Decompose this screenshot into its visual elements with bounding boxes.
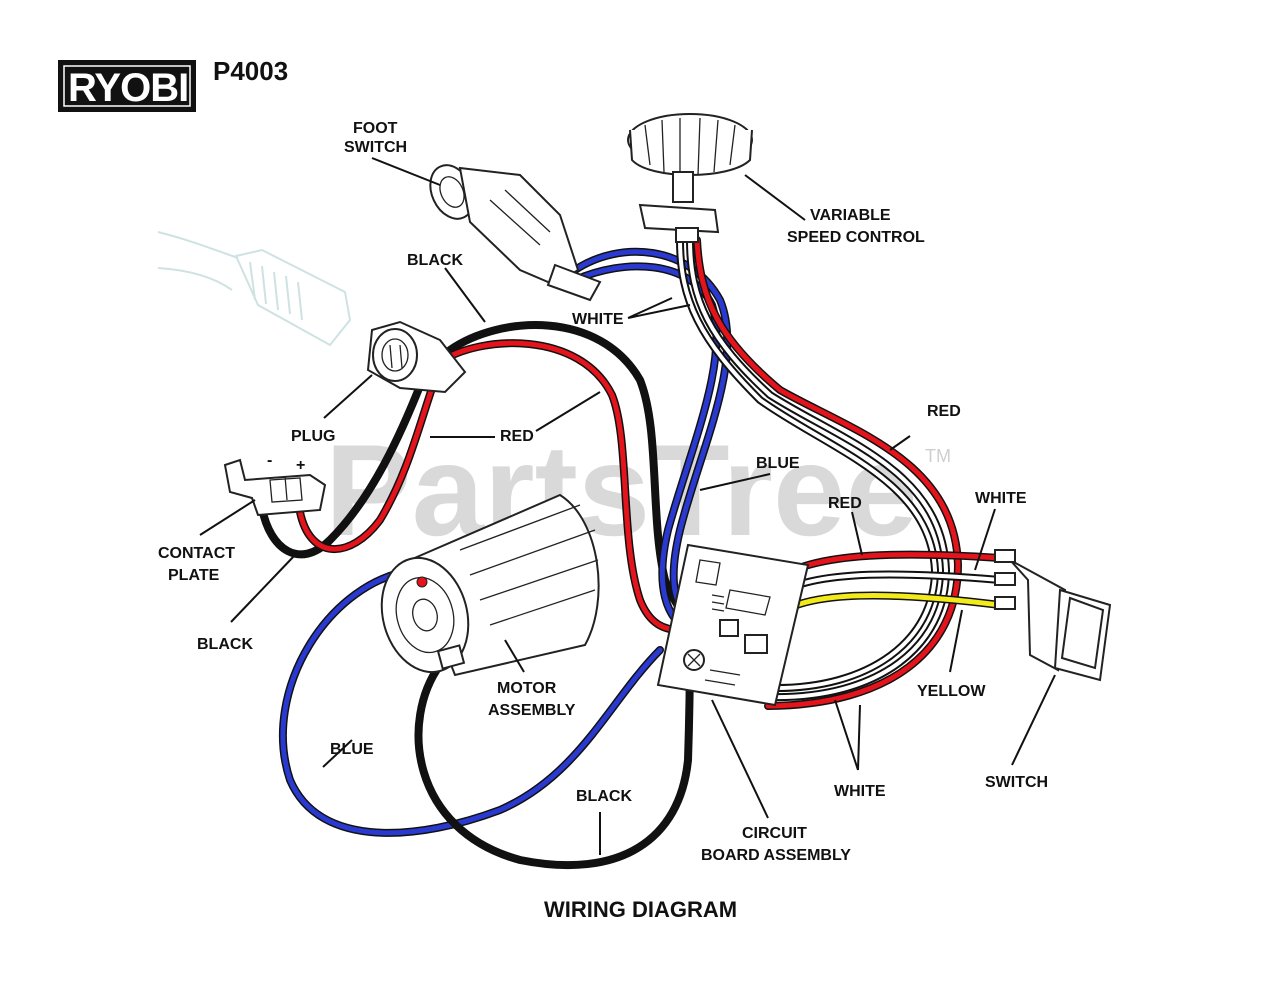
- tool-outline-ghost: [157, 231, 352, 347]
- leader-lines: [199, 157, 1056, 855]
- label-switch-foot: SWITCH: [344, 139, 407, 156]
- label-circuit: CIRCUIT: [742, 825, 807, 842]
- label-board-assembly: BOARD ASSEMBLY: [701, 847, 851, 864]
- diagram-title: WIRING DIAGRAM: [544, 897, 737, 922]
- label-motor: MOTOR: [497, 680, 557, 697]
- label-black-bottom: BLACK: [576, 788, 632, 805]
- motor-red-terminal: [416, 576, 428, 588]
- label-white-right: WHITE: [975, 490, 1027, 507]
- label-plug: PLUG: [291, 428, 335, 445]
- label-plus: +: [296, 457, 305, 474]
- callout-labels: FOOT SWITCH VARIABLE SPEED CONTROL BLACK…: [158, 120, 1048, 864]
- label-assembly: ASSEMBLY: [488, 702, 576, 719]
- label-black-top: BLACK: [407, 252, 463, 269]
- label-foot: FOOT: [353, 120, 398, 137]
- label-red-right: RED: [927, 403, 961, 420]
- label-switch: SWITCH: [985, 774, 1048, 791]
- brand-name: RYOBI: [68, 66, 188, 110]
- label-blue-left: BLUE: [330, 741, 374, 758]
- label-red-plug: RED: [500, 428, 534, 445]
- label-black-left: BLACK: [197, 636, 253, 653]
- label-yellow: YELLOW: [917, 683, 986, 700]
- label-blue-mid: BLUE: [756, 455, 800, 472]
- variable-speed-control: [627, 113, 753, 243]
- label-red-mid: RED: [828, 495, 862, 512]
- label-white-bottom: WHITE: [834, 783, 886, 800]
- label-variable: VARIABLE: [810, 207, 891, 224]
- label-contact: CONTACT: [158, 545, 235, 562]
- foot-switch: [429, 164, 602, 302]
- motor-assembly: [380, 493, 600, 677]
- circuit-board-assembly: [656, 543, 810, 707]
- label-speed-control: SPEED CONTROL: [787, 229, 925, 246]
- model-number: P4003: [213, 56, 288, 86]
- watermark-trademark: TM: [925, 446, 951, 466]
- label-white-top: WHITE: [572, 311, 624, 328]
- ryobi-logo: RYOBI: [58, 60, 196, 112]
- label-minus: -: [267, 452, 272, 469]
- contact-plate: [223, 458, 327, 517]
- wire-harness: [258, 236, 1004, 870]
- label-plate: PLATE: [168, 567, 220, 584]
- plug: [366, 320, 467, 394]
- rocker-switch: [994, 549, 1112, 682]
